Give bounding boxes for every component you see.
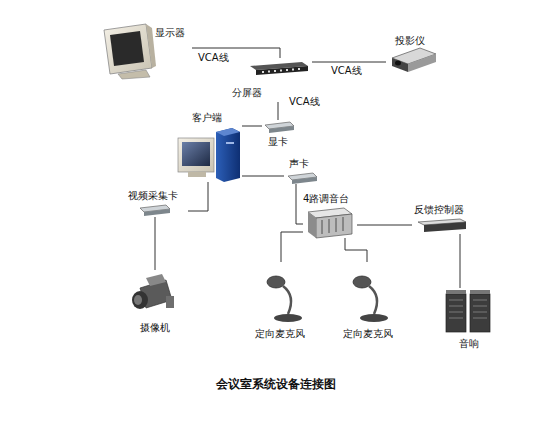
device-label: 分屏器 (232, 87, 262, 99)
device-label: 音响 (459, 338, 479, 350)
device-label: 定向麦克风 (343, 328, 393, 340)
device-node: 音响 (443, 288, 495, 352)
device-label: 投影仪 (395, 35, 425, 47)
device-label: 视频采集卡 (128, 190, 178, 202)
capture-card-icon (140, 205, 170, 216)
cable-line (188, 182, 208, 211)
device-label: 定向麦克风 (255, 328, 305, 340)
device-node: 定向麦克风 (336, 262, 398, 342)
device-node: 定向麦克风 (250, 262, 312, 342)
mixer-icon (308, 208, 352, 238)
device-node: 4路调音台 (303, 193, 357, 238)
cable-line (296, 184, 303, 224)
device-label: 客户端 (192, 112, 222, 124)
device-label: 反馈控制器 (414, 204, 464, 216)
cable-line (242, 126, 262, 127)
cable-line (345, 238, 367, 262)
cable-line (281, 232, 303, 262)
cable-line (312, 62, 386, 63)
device-label: 4路调音台 (303, 193, 349, 205)
cable-line (242, 176, 284, 177)
monitor-icon (104, 24, 156, 79)
cable-line (155, 217, 156, 270)
projector-icon (392, 48, 436, 72)
sound-card-icon (288, 173, 317, 184)
cable-label: VCA线 (197, 52, 230, 64)
cable-line (357, 225, 412, 226)
device-node: 显卡 (262, 120, 298, 150)
graphics-card-icon (265, 122, 294, 133)
microphone-icon (353, 276, 388, 322)
device-node: 视频采集卡 (128, 190, 188, 217)
device-node: 投影仪 (386, 33, 440, 73)
device-node: 客户端 (172, 112, 242, 182)
feedback-controller-icon (418, 219, 466, 232)
device-node: 显示器 (100, 22, 192, 78)
diagram-caption: 会议室系统设备连接图 (0, 376, 552, 393)
client-pc-icon (178, 128, 240, 182)
device-node: 反馈控制器 (412, 204, 472, 234)
device-label: 显卡 (268, 136, 288, 148)
camera-icon (132, 274, 174, 309)
device-node: 声卡 (284, 158, 322, 184)
microphone-icon (267, 276, 302, 322)
cable-label: VCA线 (288, 96, 321, 108)
cable-line (460, 234, 461, 288)
cable-label: VCA线 (330, 65, 363, 77)
speaker-icon (446, 290, 490, 332)
device-label: 声卡 (289, 158, 309, 170)
device-label: 显示器 (155, 27, 185, 39)
device-label: 摄像机 (140, 322, 170, 334)
cable-line (278, 102, 279, 120)
splitter-icon (250, 62, 308, 75)
device-node: 摄像机 (128, 270, 180, 336)
